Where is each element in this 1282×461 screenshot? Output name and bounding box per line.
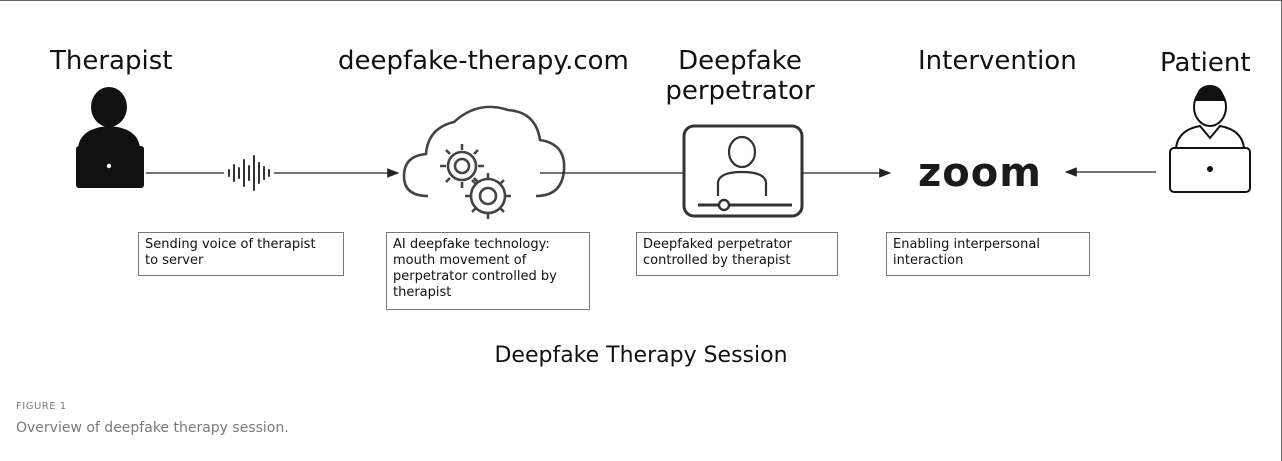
- caption-line: Deepfaked perpetrator: [643, 237, 792, 252]
- intervention-title: Intervention: [918, 46, 1077, 76]
- patient-title: Patient: [1160, 48, 1251, 78]
- caption-ai: AI deepfake technology: mouth movement o…: [386, 232, 590, 310]
- caption-line: Sending voice of therapist: [145, 237, 316, 252]
- server-title: deepfake-therapy.com: [338, 46, 629, 76]
- perpetrator-title-line1: Deepfake: [678, 46, 802, 76]
- caption-line: controlled by therapist: [643, 253, 791, 268]
- caption-line: Enabling interpersonal: [893, 237, 1040, 252]
- perpetrator-title: Deepfake perpetrator: [660, 46, 820, 106]
- caption-line: interaction: [893, 253, 964, 268]
- session-title: Deepfake Therapy Session: [494, 343, 788, 368]
- perpetrator-title-line2: perpetrator: [665, 76, 815, 106]
- figure-label: FIGURE 1: [16, 401, 67, 412]
- caption-line: to server: [145, 253, 204, 268]
- caption-line: mouth movement of: [393, 253, 527, 268]
- soundwave-icon: [228, 155, 270, 191]
- caption-sending: Sending voice of therapist to server: [138, 232, 344, 276]
- zoom-logo: zoom: [918, 150, 1042, 196]
- cloud-gears-icon: [402, 105, 566, 219]
- caption-line: perpetrator controlled by: [393, 269, 557, 284]
- video-person-icon: [682, 124, 804, 218]
- caption-line: therapist: [393, 285, 452, 300]
- caption-deepfaked: Deepfaked perpetrator controlled by ther…: [636, 232, 838, 276]
- figure-caption: Overview of deepfake therapy session.: [16, 420, 289, 436]
- caption-enabling: Enabling interpersonal interaction: [886, 232, 1090, 276]
- person-laptop-icon: [76, 87, 144, 188]
- person-laptop-outline-icon: [1169, 84, 1251, 193]
- therapist-title: Therapist: [50, 46, 173, 76]
- caption-line: AI deepfake technology:: [393, 237, 550, 252]
